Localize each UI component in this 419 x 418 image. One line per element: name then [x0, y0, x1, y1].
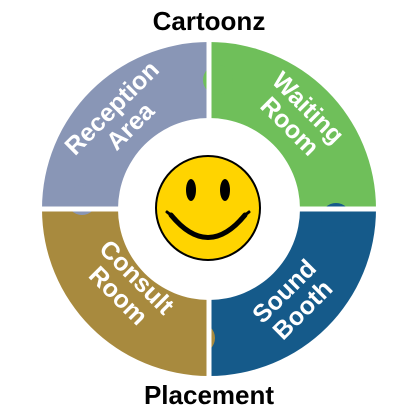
smiley-face-icon — [155, 155, 261, 261]
diagram-caption: Placement — [144, 380, 274, 410]
segment-waiting-room — [209, 42, 376, 209]
segment-reception-area — [42, 42, 209, 209]
segment-sound-booth — [209, 209, 376, 376]
segment-consult-room — [42, 209, 209, 376]
ring-dividers — [40, 40, 378, 378]
diagram-title: Cartoonz — [153, 6, 266, 36]
